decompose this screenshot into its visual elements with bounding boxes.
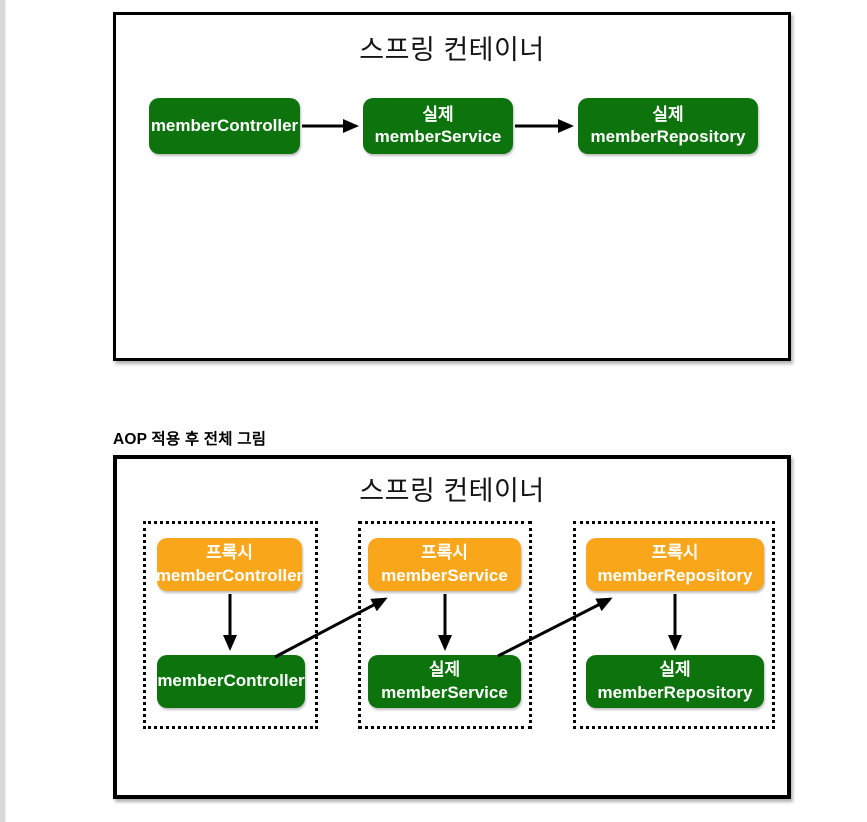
node-label-line: memberRepository xyxy=(597,682,753,702)
node-label-line: 실제 xyxy=(659,660,691,680)
real-member-controller: memberController xyxy=(157,655,305,708)
node-real-member-service: 실제 memberService xyxy=(363,98,513,154)
proxy-member-controller: 프록시 memberController xyxy=(155,538,304,591)
node-label-line: memberController xyxy=(150,115,299,135)
node-label-line: memberService xyxy=(374,127,502,146)
aop-section-label: AOP 적용 후 전체 그림 xyxy=(113,431,267,448)
node-label-line: memberRepository xyxy=(590,127,746,146)
node-label-line: memberController xyxy=(155,565,304,585)
container-title: 스프링 컨테이너 xyxy=(359,476,545,506)
spring-container-before-aop: 스프링 컨테이너 memberController 실제 memberServi… xyxy=(113,12,791,361)
spring-container-after-aop: 스프링 컨테이너 프록시 memberController 프록시 member… xyxy=(113,455,791,799)
after-aop-canvas: 프록시 memberController 프록시 memberService 프… xyxy=(117,459,787,795)
node-label-line: 프록시 xyxy=(206,543,253,563)
node-real-member-repository: 실제 memberRepository xyxy=(578,98,758,154)
proxy-member-repository: 프록시 memberRepository xyxy=(586,538,764,591)
real-member-service: 실제 memberService xyxy=(368,655,521,708)
node-member-controller: memberController xyxy=(149,98,300,154)
node-label-line: memberService xyxy=(381,682,508,702)
node-label-line: memberRepository xyxy=(597,565,753,585)
left-margin-strip xyxy=(0,0,6,822)
real-member-repository: 실제 memberRepository xyxy=(586,655,764,708)
arrows-layer-top xyxy=(302,119,574,133)
node-label-line: 실제 xyxy=(422,104,454,124)
proxy-member-service: 프록시 memberService xyxy=(368,538,521,591)
container-title: 스프링 컨테이너 xyxy=(359,35,545,65)
node-label-line: 실제 xyxy=(428,660,461,680)
before-aop-canvas: memberController 실제 memberService 실제 mem… xyxy=(116,15,788,358)
node-label-line: 실제 xyxy=(652,104,684,124)
node-label-line: 프록시 xyxy=(421,543,468,563)
node-label-line: 프록시 xyxy=(651,543,699,563)
node-label-line: memberService xyxy=(381,565,508,585)
node-label-line: memberController xyxy=(157,671,305,691)
